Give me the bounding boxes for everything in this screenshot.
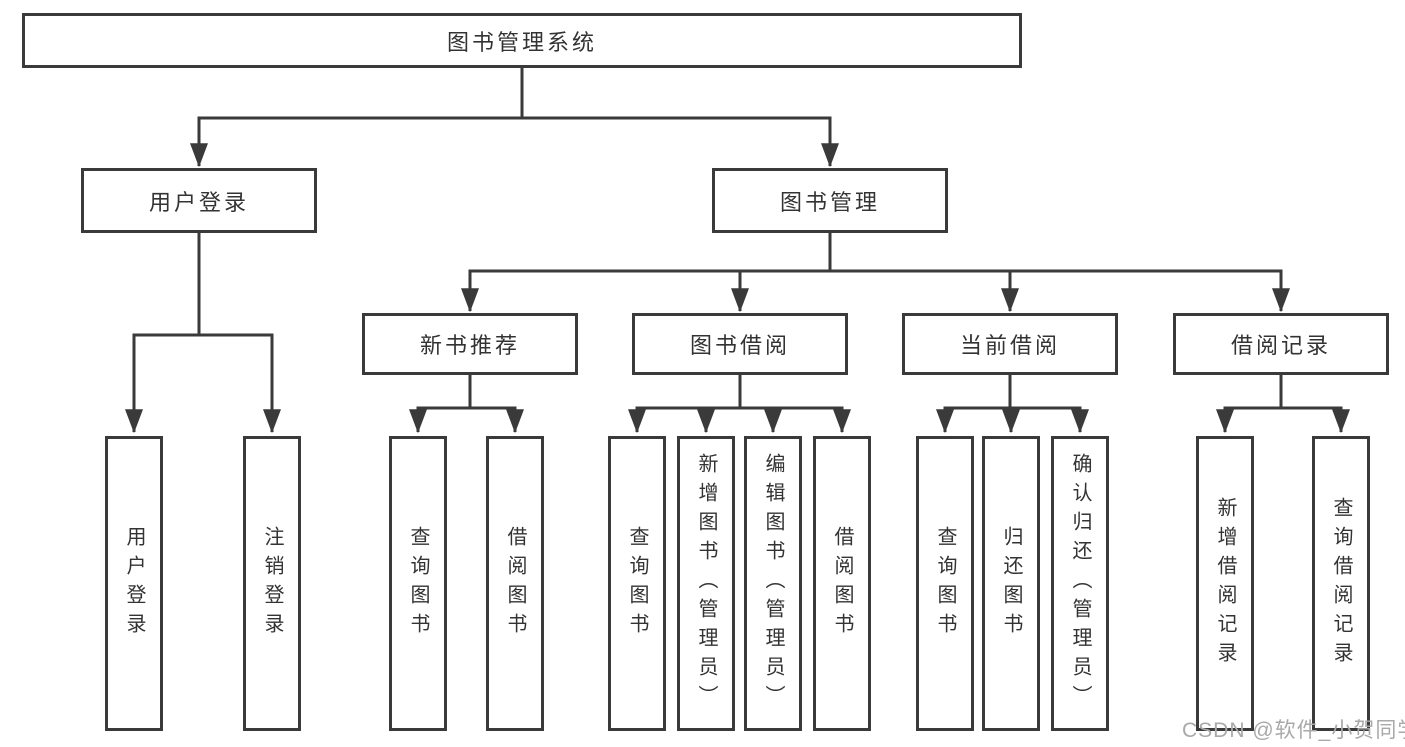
- leaf-query-borrow-record: 查询借阅记录: [1312, 436, 1370, 731]
- node-book-management-label: 图书管理: [779, 189, 880, 215]
- connector-current-borrow-children: [936, 375, 1089, 434]
- connector-root-to-level2: [190, 68, 839, 168]
- leaf-user-login: 用户登录: [105, 436, 163, 731]
- leaf-edit-books-admin-label: 编辑图书（管理员）: [762, 453, 784, 714]
- connector-new-book-children: [409, 375, 524, 434]
- leaf-return-books-label: 归还图书: [1000, 525, 1022, 642]
- leaf-borrow-books: 借阅图书: [813, 436, 871, 731]
- leaf-query-books-current-label: 查询图书: [934, 525, 956, 642]
- node-borrow-records: 借阅记录: [1173, 313, 1389, 375]
- node-user-login-label: 用户登录: [148, 189, 249, 215]
- node-library-system: 图书管理系统: [22, 13, 1022, 68]
- leaf-query-borrow-record-label: 查询借阅记录: [1330, 496, 1352, 671]
- leaf-borrow-books-recommend: 借阅图书: [486, 436, 544, 731]
- connector-book-management-children: [461, 233, 1290, 313]
- leaf-return-books: 归还图书: [982, 436, 1040, 731]
- leaf-confirm-return-admin: 确认归还（管理员）: [1051, 436, 1109, 731]
- csdn-watermark: CSDN @软件_小贺同学: [1182, 719, 1405, 742]
- leaf-add-books-admin-label: 新增图书（管理员）: [695, 453, 717, 714]
- leaf-logout: 注销登录: [243, 436, 301, 731]
- connector-book-borrow-children: [628, 375, 851, 434]
- leaf-edit-books-admin: 编辑图书（管理员）: [744, 436, 802, 731]
- leaf-query-books-recommend: 查询图书: [389, 436, 447, 731]
- node-new-book-recommend-label: 新书推荐: [419, 333, 520, 358]
- node-current-borrow: 当前借阅: [902, 313, 1118, 375]
- node-book-management: 图书管理: [712, 168, 948, 233]
- connector-user-login-children: [125, 233, 281, 434]
- node-book-borrow: 图书借阅: [632, 313, 848, 375]
- connector-borrow-records-children: [1216, 375, 1350, 434]
- node-library-system-label: 图书管理系统: [446, 29, 597, 55]
- leaf-borrow-books-label: 借阅图书: [831, 525, 853, 642]
- leaf-borrow-books-recommend-label: 借阅图书: [504, 525, 526, 642]
- node-new-book-recommend: 新书推荐: [362, 313, 578, 375]
- node-user-login: 用户登录: [81, 168, 317, 233]
- leaf-user-login-label: 用户登录: [123, 525, 145, 642]
- leaf-query-books-current: 查询图书: [916, 436, 974, 731]
- leaf-logout-label: 注销登录: [261, 525, 283, 642]
- leaf-query-books-recommend-label: 查询图书: [407, 525, 429, 642]
- node-borrow-records-label: 借阅记录: [1230, 333, 1331, 358]
- leaf-add-borrow-record: 新增借阅记录: [1196, 436, 1254, 731]
- leaf-query-books-borrow-label: 查询图书: [626, 525, 648, 642]
- leaf-confirm-return-admin-label: 确认归还（管理员）: [1069, 453, 1091, 714]
- node-current-borrow-label: 当前借阅: [959, 333, 1060, 358]
- leaf-add-books-admin: 新增图书（管理员）: [677, 436, 735, 731]
- leaf-query-books-borrow: 查询图书: [608, 436, 666, 731]
- node-book-borrow-label: 图书借阅: [689, 333, 790, 358]
- leaf-add-borrow-record-label: 新增借阅记录: [1214, 496, 1236, 671]
